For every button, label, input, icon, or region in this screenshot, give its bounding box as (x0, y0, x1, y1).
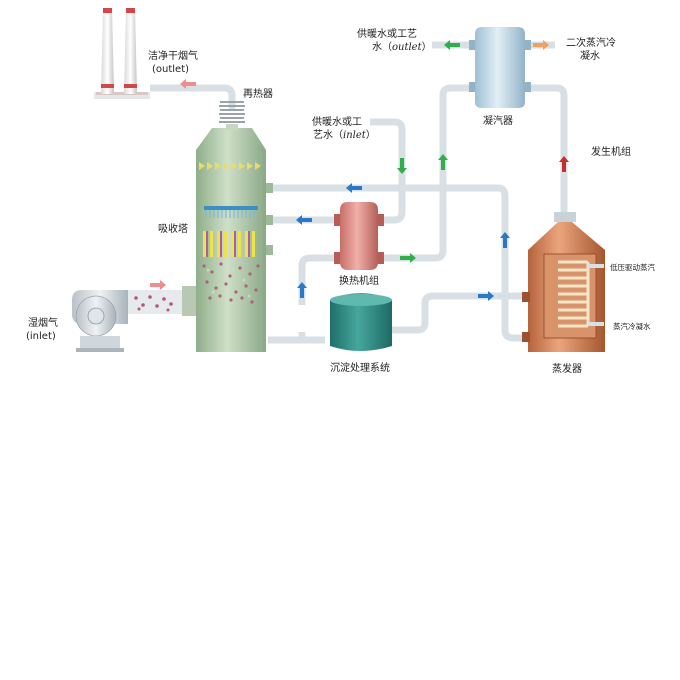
arrow-blue-up-right (500, 232, 510, 248)
pipe-condenser-to-evaporator (525, 84, 568, 214)
wet-gas-label-2: (inlet) (26, 331, 56, 342)
arrow-red-up (559, 156, 569, 172)
arrow-clean-gas (180, 79, 196, 89)
evaporator-label: 蒸发器 (552, 362, 582, 375)
reheater-coil (219, 101, 245, 123)
heating-inlet-label-1: 供暖水或工 (312, 115, 362, 128)
settling-system-label: 沉淀处理系统 (330, 361, 390, 374)
arrow-green-right (400, 253, 416, 263)
heating-outlet-label-2: 水（outlet） (372, 41, 432, 53)
arrow-heating-inlet (397, 158, 407, 174)
pipe-clean-gas (150, 84, 236, 110)
secondary-condensate-label-1: 二次蒸汽冷 (566, 36, 616, 49)
arrow-green-up (438, 154, 448, 170)
reheater-label: 再热器 (243, 87, 273, 100)
absorber-label: 吸收塔 (158, 222, 188, 235)
flow-arrows (150, 40, 569, 301)
settling-tank (292, 293, 392, 351)
arrow-secondary-condensate (533, 40, 549, 50)
arrow-wet-gas (150, 280, 166, 290)
heating-inlet-label-2: 艺水（inlet） (313, 129, 376, 141)
condenser-label: 凝汽器 (483, 114, 513, 127)
pipe-exchanger-to-condenser (378, 84, 475, 262)
labels: 洁净干烟气 (outlet) 再热器 供暖水或工艺 水（outlet） 供暖水或… (26, 27, 655, 375)
arrow-blue-to-tower (296, 215, 312, 225)
condenser-unit (469, 27, 531, 108)
arrow-heating-outlet (444, 40, 460, 50)
pipe-tower-to-evaporator (268, 184, 528, 342)
pipe-settler-to-exchanger (298, 254, 340, 305)
low-pressure-steam-label: 低压驱动蒸汽 (610, 262, 655, 272)
pipe-settler-to-evaporator (392, 292, 528, 334)
evaporator-unit (522, 212, 605, 352)
steam-condensate-label: 蒸汽冷凝水 (613, 321, 651, 331)
heating-outlet-label-1: 供暖水或工艺 (357, 27, 417, 40)
clean-gas-label: 洁净干烟气 (148, 49, 198, 62)
arrow-blue-up-left (297, 282, 307, 298)
arrow-blue-top (346, 183, 362, 193)
heat-exchanger-label: 换热机组 (339, 274, 379, 287)
secondary-condensate-label-2: 凝水 (580, 50, 600, 62)
heat-exchanger-unit (334, 202, 384, 270)
wet-gas-label-1: 湿烟气 (28, 316, 58, 329)
chimney-icon (94, 8, 150, 99)
generator-set-label: 发生机组 (591, 145, 631, 158)
absorber-tower (182, 124, 273, 352)
arrow-blue-right (478, 291, 494, 301)
fan-icon (72, 290, 182, 352)
clean-gas-outlet-label: (outlet) (152, 64, 189, 75)
